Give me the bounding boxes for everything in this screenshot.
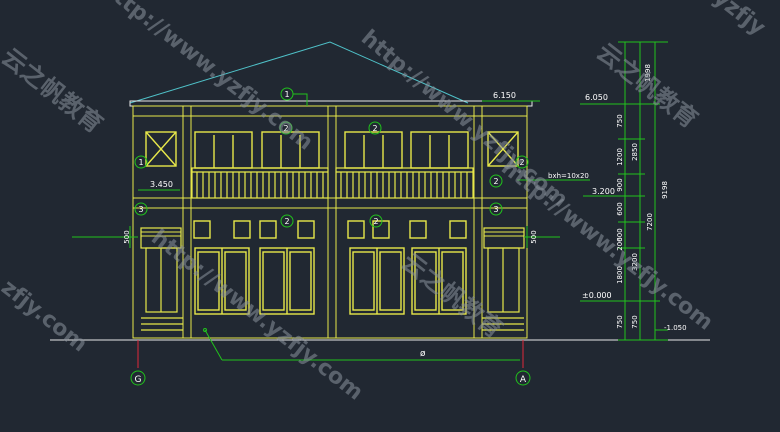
callout-circle <box>489 174 503 188</box>
roof-outline <box>129 41 469 104</box>
callout-leader <box>293 93 308 106</box>
axis-bubble-g <box>130 370 146 386</box>
center-pier <box>327 105 337 339</box>
callout-number: 2 <box>284 217 289 226</box>
dimension-value: 750 <box>631 315 639 328</box>
callout-number: 2 <box>283 124 288 133</box>
left-pier <box>182 105 192 339</box>
callout-circle <box>279 121 293 135</box>
dimension-value: 750 <box>616 114 624 127</box>
middle-small-windows <box>193 220 467 239</box>
callout-number: 2 <box>493 177 498 186</box>
axis-label-g: G <box>135 375 142 385</box>
level-3450: 3.450 <box>150 180 173 189</box>
watermark-url-3: http://www.yzfjy.com <box>146 225 367 406</box>
level-zero: ±0.000 <box>582 291 612 300</box>
eave-level-right: 6.050 <box>585 93 608 102</box>
callout-number: 1 <box>284 90 289 99</box>
dimension-value: 750 <box>616 315 624 328</box>
callout-circle <box>280 214 294 228</box>
callout-number: 2 <box>372 124 377 133</box>
callout-number: 3 <box>138 205 143 214</box>
callout-circle <box>134 155 148 169</box>
dimension-value: 1200 <box>616 148 624 166</box>
watermark-fragment-left: zfjy.com <box>0 275 92 357</box>
dimension-value: 2850 <box>631 143 639 161</box>
watermark-brand-3: 云之帆教育 <box>396 248 508 344</box>
right-level-marks <box>482 100 618 302</box>
callout-number: 2 <box>519 158 524 167</box>
beam-note: bxh=10x20 <box>548 172 589 180</box>
roof-eave <box>129 100 533 107</box>
watermark: http://www.yzfjy.com http://www.yzfjy.co… <box>0 0 770 406</box>
side-entrance-right <box>482 227 525 331</box>
callout-circle <box>369 214 383 228</box>
callout-circle <box>368 121 382 135</box>
watermark-brand-1: 云之帆教育 <box>0 43 108 139</box>
balcony-windows-right <box>344 131 469 169</box>
dimension-texts: 1998 750 1200 900 600 600 1800 750 2850 3200 750 72… <box>616 64 669 329</box>
right-pier <box>473 105 483 339</box>
dimension-value: 200 <box>616 237 624 250</box>
callout-number: 1 <box>138 158 143 167</box>
watermark-fragment-right: yzfjy <box>708 0 770 41</box>
side-entrance-left <box>140 227 183 331</box>
watermark-brand-2: 云之帆教育 <box>591 38 703 134</box>
dimension-value: 1800 <box>616 266 624 284</box>
callout-circle <box>515 155 529 169</box>
dimension-value: 600 <box>616 228 624 241</box>
ridge-level: 6.150 <box>493 91 516 100</box>
right-dim-500: 500 <box>530 230 538 243</box>
balcony-right <box>335 167 474 199</box>
callout-number: 3 <box>493 205 498 214</box>
left-dim-500: 500 <box>123 230 131 243</box>
dimension-value: 9198 <box>661 181 669 199</box>
level-neg: -1.050 <box>664 324 687 332</box>
callout-circle <box>489 202 503 216</box>
left-level-marks <box>72 189 180 248</box>
watermark-url-4: http://www.yzfjy.com <box>496 155 717 336</box>
dimension-value: 1998 <box>644 64 652 82</box>
dimension-chains <box>618 41 668 341</box>
upper-right-window <box>487 131 519 167</box>
axis-bubble-a <box>515 370 531 386</box>
callout-circle <box>134 202 148 216</box>
balcony-left <box>191 167 329 199</box>
dimension-value: 900 <box>616 178 624 191</box>
bottom-dimension <box>203 328 520 361</box>
dimension-value: 3200 <box>631 253 639 271</box>
dimension-value: 600 <box>616 202 624 215</box>
upper-left-window <box>145 131 177 167</box>
level-3200: 3.200 <box>592 187 615 196</box>
callout-markers: 1 2 2 1 2 3 2 2 3 2 <box>134 87 529 228</box>
callout-number: 2 <box>373 217 378 226</box>
bottom-dimension-text: ø <box>420 349 426 359</box>
ground-doors <box>194 247 467 315</box>
axis-label-a: A <box>520 375 527 385</box>
dimension-value: 7200 <box>646 213 654 231</box>
